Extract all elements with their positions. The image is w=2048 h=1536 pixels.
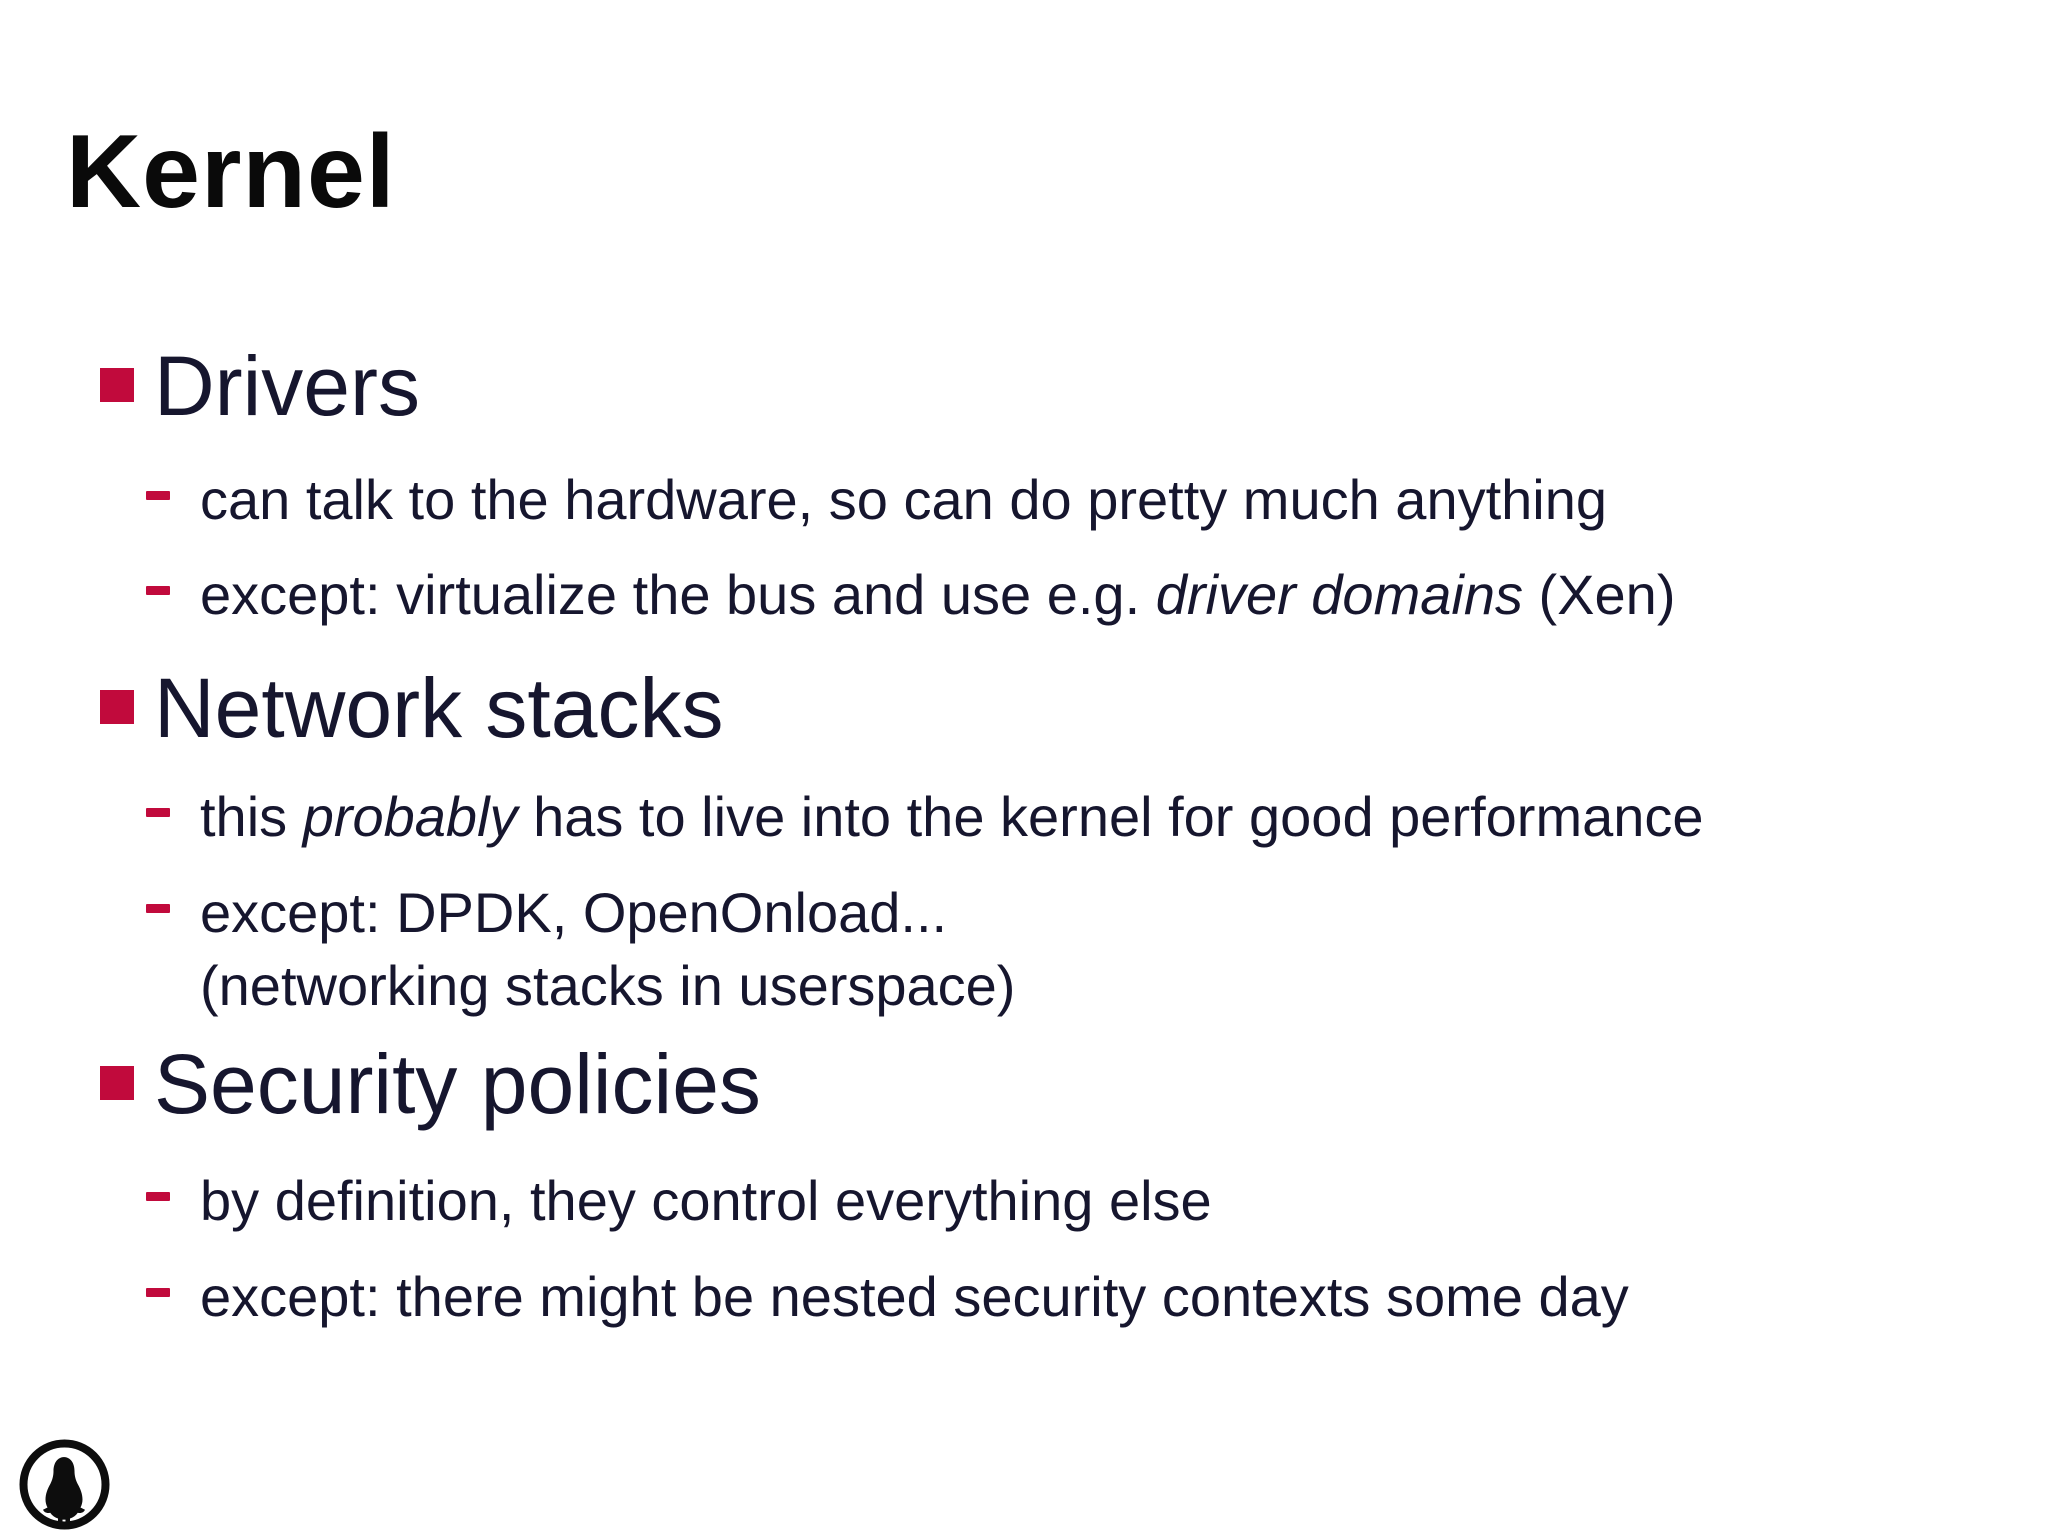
dash-bullet-icon <box>146 904 170 913</box>
square-bullet-icon <box>100 690 134 724</box>
text-segment: can talk to the hardware, so can do pret… <box>200 468 1608 531</box>
dash-bullet-icon <box>146 808 170 817</box>
text-segment: except: there might be nested security c… <box>200 1265 1629 1328</box>
text-segment: by definition, they control everything e… <box>200 1169 1212 1232</box>
sub-item: except: DPDK, OpenOnload... (networking s… <box>146 876 1015 1022</box>
dash-bullet-icon <box>146 1192 170 1201</box>
sub-text: except: there might be nested security c… <box>200 1260 1629 1333</box>
square-bullet-icon <box>100 368 134 402</box>
bullet-item-drivers: Drivers <box>100 338 420 434</box>
sub-text: can talk to the hardware, so can do pret… <box>200 463 1607 536</box>
sub-item: by definition, they control everything e… <box>146 1164 1212 1237</box>
text-segment: except: DPDK, OpenOnload... <box>200 881 948 944</box>
sub-text: this probably has to live into the kerne… <box>200 780 1704 853</box>
dash-bullet-icon <box>146 491 170 500</box>
dash-bullet-icon <box>146 586 170 595</box>
bullet-item-network-stacks: Network stacks <box>100 660 723 756</box>
penguin-icon <box>19 1439 110 1530</box>
text-segment: except: virtualize the bus and use e.g. <box>200 563 1156 626</box>
text-segment: this <box>200 785 303 848</box>
bullet-label: Drivers <box>154 339 420 433</box>
text-segment: (Xen) <box>1522 563 1676 626</box>
sub-text: by definition, they control everything e… <box>200 1164 1212 1237</box>
bullet-item-security-policies: Security policies <box>100 1036 761 1132</box>
square-bullet-icon <box>100 1066 134 1100</box>
text-segment-italic: probably <box>302 785 518 848</box>
bullet-label: Network stacks <box>154 661 724 755</box>
bullet-label: Security policies <box>154 1037 761 1131</box>
sub-item: except: there might be nested security c… <box>146 1260 1629 1333</box>
sub-text: except: virtualize the bus and use e.g. … <box>200 558 1675 631</box>
sub-item: this probably has to live into the kerne… <box>146 780 1704 853</box>
sub-item: except: virtualize the bus and use e.g. … <box>146 558 1675 631</box>
sub-text: except: DPDK, OpenOnload... (networking s… <box>200 876 1015 1022</box>
text-segment-italic: driver domains <box>1155 563 1523 626</box>
text-segment: has to live into the kernel for good per… <box>517 785 1704 848</box>
penguin-logo <box>17 1437 112 1532</box>
dash-bullet-icon <box>146 1288 170 1297</box>
slide-title: Kernel <box>66 114 396 230</box>
sub-item: can talk to the hardware, so can do pret… <box>146 463 1607 536</box>
text-segment: (networking stacks in userspace) <box>200 954 1016 1017</box>
